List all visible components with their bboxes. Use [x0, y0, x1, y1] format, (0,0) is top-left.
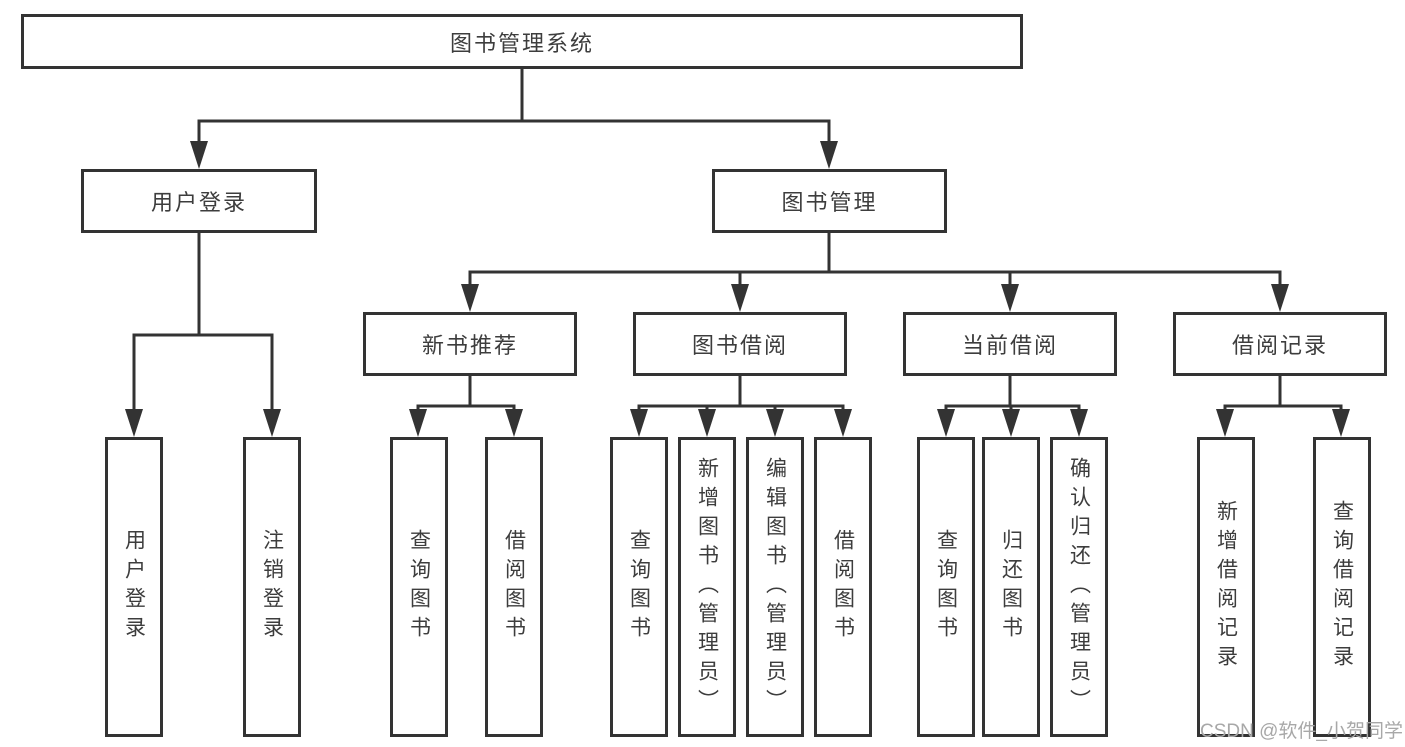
node-label: 确认归还（管理员） [1067, 456, 1091, 718]
node-label: 新增借阅记录 [1214, 500, 1238, 674]
leaf-user-login: 用户登录 [105, 437, 163, 737]
node-book-borrowing: 图书借阅 [633, 312, 847, 376]
leaf-query-books: 查询图书 [390, 437, 448, 737]
node-label: 用户登录 [122, 529, 146, 645]
leaf-borrow-books: 借阅图书 [485, 437, 543, 737]
csdn-watermark: CSDN @软件_小贺同学 [1200, 721, 1403, 742]
node-label: 查询图书 [407, 529, 431, 645]
node-label: 查询图书 [627, 529, 651, 645]
node-label: 编辑图书（管理员） [763, 456, 787, 718]
node-borrowing-records: 借阅记录 [1173, 312, 1387, 376]
node-new-book-recommend: 新书推荐 [363, 312, 577, 376]
node-label: 查询借阅记录 [1330, 500, 1354, 674]
leaf-query-borrow-record: 查询借阅记录 [1313, 437, 1371, 737]
leaf-add-borrow-record: 新增借阅记录 [1197, 437, 1255, 737]
node-label: 借阅记录 [1231, 333, 1328, 358]
node-label: 借阅图书 [502, 529, 526, 645]
node-label: 图书借阅 [691, 333, 788, 358]
leaf-logout: 注销登录 [243, 437, 301, 737]
node-current-borrowing: 当前借阅 [903, 312, 1117, 376]
node-label: 归还图书 [999, 529, 1023, 645]
node-label: 查询图书 [934, 529, 958, 645]
arrowheads [125, 141, 1350, 437]
leaf-add-books-admin: 新增图书（管理员） [678, 437, 736, 737]
leaf-edit-books-admin: 编辑图书（管理员） [746, 437, 804, 737]
leaf-query-books: 查询图书 [610, 437, 668, 737]
node-label: 新书推荐 [421, 333, 518, 358]
node-label: 新增图书（管理员） [695, 456, 719, 718]
leaf-return-books: 归还图书 [982, 437, 1040, 737]
node-book-management: 图书管理 [712, 169, 947, 233]
node-label: 用户登录 [150, 190, 247, 215]
node-library-management-system: 图书管理系统 [21, 14, 1023, 69]
node-label: 借阅图书 [831, 529, 855, 645]
node-label: 图书管理系统 [449, 30, 594, 56]
leaf-confirm-return-admin: 确认归还（管理员） [1050, 437, 1108, 737]
node-user-login: 用户登录 [81, 169, 317, 233]
node-label: 图书管理 [781, 190, 878, 215]
leaf-query-books: 查询图书 [917, 437, 975, 737]
node-label: 注销登录 [260, 529, 284, 645]
node-label: 当前借阅 [961, 333, 1058, 358]
leaf-borrow-books: 借阅图书 [814, 437, 872, 737]
